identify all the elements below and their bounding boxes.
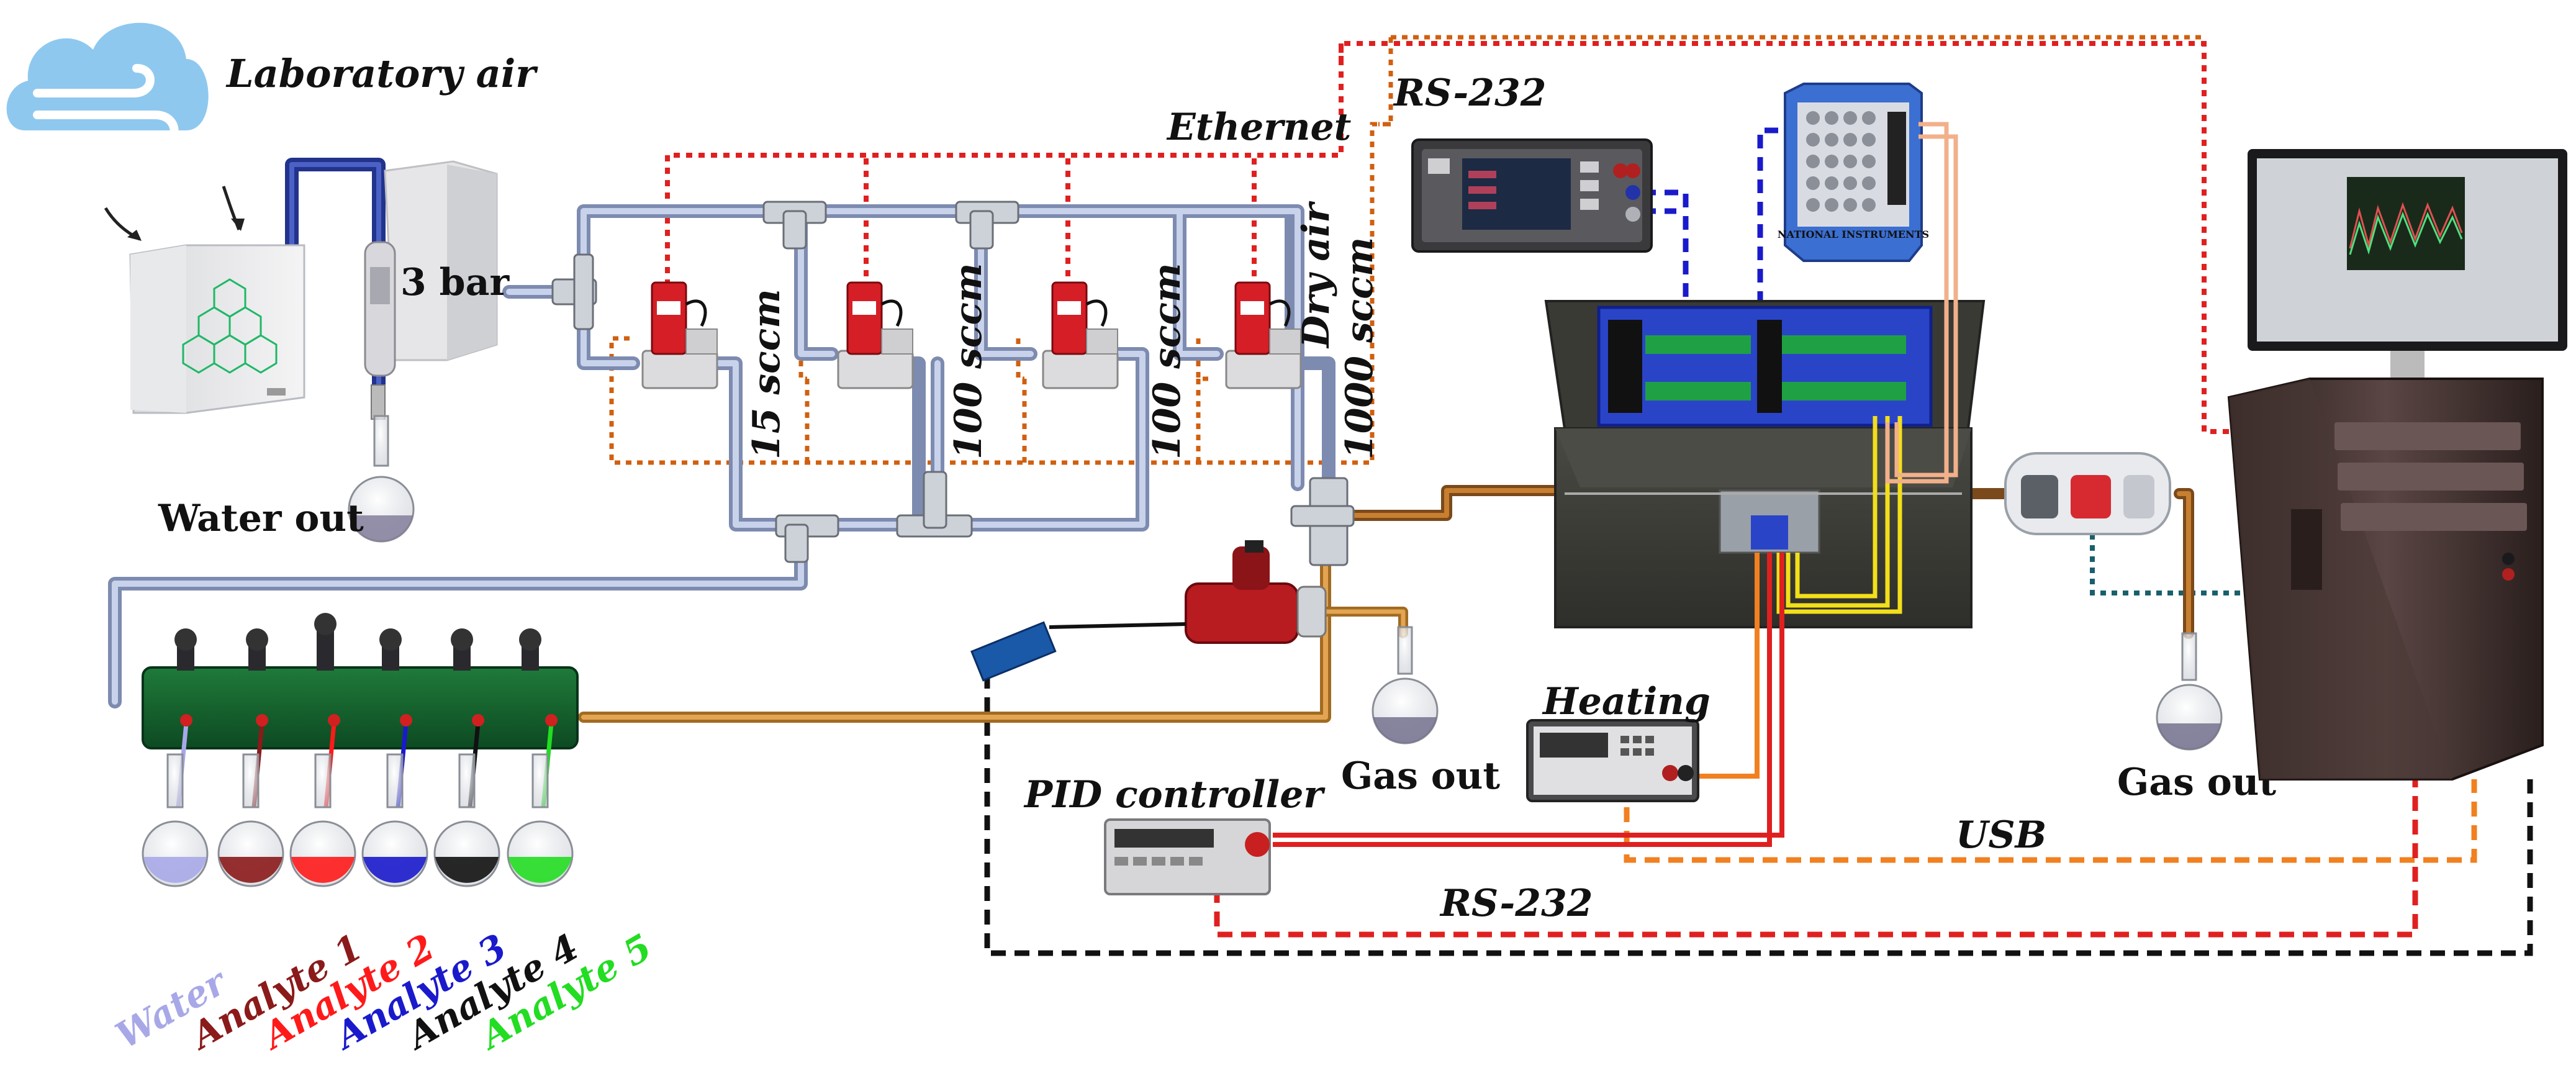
pressure-label: 3 bar — [400, 261, 510, 304]
flow-label-2: 100 sccm — [947, 263, 990, 459]
laboratory-air-label: Laboratory air — [225, 51, 538, 96]
ni-switch-matrix: NATIONAL INSTRUMENTS — [1778, 83, 1929, 262]
rs232-bottom-label: RS-232 — [1439, 882, 1593, 925]
heating-power-supply — [1526, 719, 1699, 802]
analyte-flask — [142, 714, 209, 887]
laboratory-air-cloud — [6, 22, 209, 166]
gas-filter — [2004, 452, 2171, 535]
sensor-chamber — [1544, 300, 1986, 628]
mfc-4 — [1225, 281, 1302, 389]
heating-label: Heating — [1542, 680, 1711, 723]
rs232-wiring — [1642, 127, 1801, 304]
multimeter — [1411, 138, 1653, 253]
arduino-cable — [1049, 622, 1186, 629]
usb-label: USB — [1956, 813, 2046, 857]
pressure-regulator — [1185, 540, 1327, 644]
flow-label-1: 15 sccm — [745, 289, 789, 459]
gas-out-flask-2 — [2156, 632, 2223, 751]
analyte-flask — [433, 714, 500, 887]
pipe-fittings — [551, 201, 1355, 566]
usb-wiring — [1624, 779, 2477, 863]
arduino-serial-wiring — [984, 674, 2533, 956]
rs232-top-label: RS-232 — [1393, 71, 1547, 115]
analyte-flask — [217, 714, 284, 887]
air-generator — [129, 244, 305, 414]
arduino-board — [970, 621, 1057, 682]
mfc-1 — [641, 281, 718, 389]
mfc-3 — [1042, 281, 1119, 389]
instrument-brand-label: NATIONAL INSTRUMENTS — [1778, 229, 1929, 240]
analyte-flask — [507, 714, 574, 887]
ethernet-label: Ethernet — [1166, 106, 1352, 149]
pc-tower — [2227, 378, 2544, 781]
teal-wiring — [2090, 534, 2279, 595]
gas-out-flask-1 — [1372, 626, 1439, 744]
heater-wires — [1273, 553, 1784, 847]
analyte-flasks — [142, 714, 574, 887]
dryer-unit — [364, 160, 498, 420]
water-out-flask — [348, 415, 415, 543]
pid-controller-label: PID controller — [1023, 773, 1326, 817]
monitor — [2248, 149, 2567, 396]
rs232-bottom-wiring — [1214, 779, 2418, 938]
flow-label-3: 100 sccm — [1146, 263, 1189, 459]
water-out-label: Water out — [158, 497, 364, 540]
gas-out-label-1: Gas out — [1341, 754, 1500, 798]
flow-label-4: 1000 sccm — [1338, 237, 1381, 459]
mass-flow-controllers — [641, 281, 1302, 389]
analyte-flask — [289, 714, 356, 887]
analyte-flask — [361, 714, 428, 887]
analyte-manifold — [142, 613, 579, 749]
pid-controller — [1104, 818, 1271, 895]
dry-air-label: Dry air — [1295, 201, 1338, 349]
sensor-wires — [1776, 416, 1902, 614]
airflow-arrows — [104, 186, 241, 241]
matrix-wires — [1885, 122, 1958, 484]
mfc-2 — [837, 281, 914, 389]
gas-out-label-2: Gas out — [2117, 761, 2276, 804]
